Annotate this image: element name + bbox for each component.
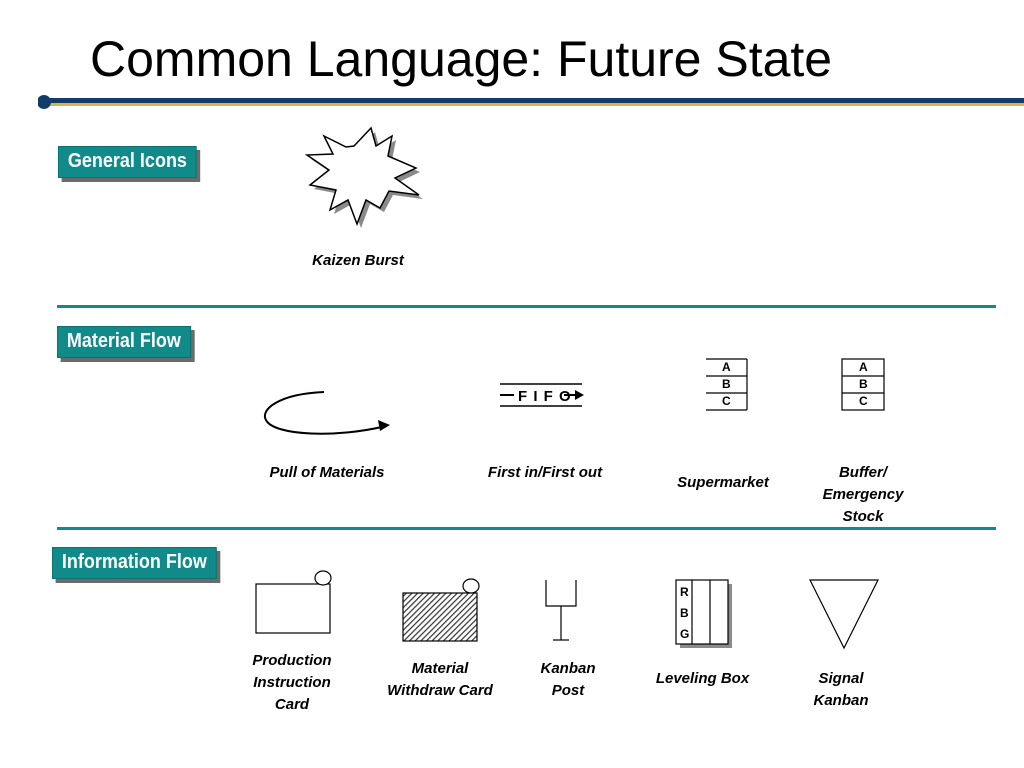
pull-arrow-icon xyxy=(263,391,390,435)
supermarket-row-a: A xyxy=(722,360,731,374)
production-card-caption-line-3: Card xyxy=(274,696,310,713)
leveling-row-r: R xyxy=(680,585,689,599)
buffer-caption-line-1: Buffer/ xyxy=(838,464,888,481)
fifo-caption: First in/First out xyxy=(487,464,603,481)
kaizen-burst-icon xyxy=(304,126,423,228)
kanban-post-caption: Kanban Post xyxy=(518,658,618,702)
section-label-general-icons: General Icons xyxy=(58,146,197,178)
leveling-box-icon: R B G xyxy=(675,579,732,648)
buffer-row-a: A xyxy=(859,360,868,374)
production-card-caption-line-2: Instruction xyxy=(253,674,331,691)
leveling-row-b: B xyxy=(680,606,689,620)
buffer-caption-line-3: Stock xyxy=(842,508,884,525)
section-label-information-flow: Information Flow xyxy=(52,547,217,579)
production-card-caption-line-1: Production xyxy=(252,652,332,669)
section-divider xyxy=(57,305,996,308)
kaizen-burst-caption: Kaizen Burst xyxy=(312,252,404,269)
kanban-post-caption-line-1: Kanban xyxy=(540,660,596,677)
fifo-lane-icon: F I F O xyxy=(500,383,584,407)
production-card-caption: Production Instruction Card xyxy=(232,650,352,716)
withdrawal-kanban-icon xyxy=(402,578,480,642)
title-underline-bar xyxy=(38,95,1024,109)
page-title: Common Language: Future State xyxy=(90,31,833,87)
supermarket-caption: Supermarket xyxy=(677,474,769,491)
supermarket-row-c: C xyxy=(722,394,731,408)
buffer-caption-line-2: Emergency xyxy=(822,486,904,503)
leveling-row-g: G xyxy=(680,627,689,641)
buffer-stock-icon: A B C xyxy=(841,358,885,411)
withdraw-card-caption: Material Withdraw Card xyxy=(375,658,505,702)
buffer-row-c: C xyxy=(859,394,868,408)
pull-caption: Pull of Materials xyxy=(269,464,385,481)
withdraw-card-caption-line-2: Withdraw Card xyxy=(387,682,493,699)
production-kanban-icon xyxy=(255,570,332,634)
supermarket-row-b: B xyxy=(722,377,731,391)
fifo-text: F I F O xyxy=(518,388,572,405)
buffer-caption: Buffer/ Emergency Stock xyxy=(803,462,923,528)
leveling-box-caption: Leveling Box xyxy=(655,670,750,687)
kanban-post-icon xyxy=(545,580,577,641)
section-divider xyxy=(57,527,996,530)
signal-kanban-icon xyxy=(809,579,879,650)
section-label-material-flow: Material Flow xyxy=(57,326,191,358)
buffer-row-b: B xyxy=(859,377,868,391)
kanban-post-caption-line-2: Post xyxy=(551,682,585,699)
withdraw-card-caption-line-1: Material xyxy=(411,660,469,677)
supermarket-icon: A B C xyxy=(706,358,748,411)
signal-kanban-caption-line-2: Kanban xyxy=(813,692,869,709)
signal-kanban-caption-line-1: Signal xyxy=(818,670,864,687)
signal-kanban-caption: Signal Kanban xyxy=(786,668,896,712)
